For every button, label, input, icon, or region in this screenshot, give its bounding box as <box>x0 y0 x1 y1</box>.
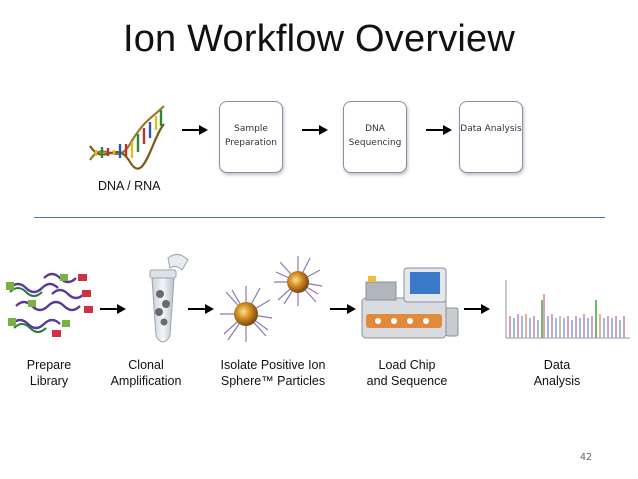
step-box-label: DNA Sequencing <box>348 124 402 148</box>
arrow-icon <box>100 304 126 314</box>
step-box-dna-sequencing: DNA Sequencing <box>343 101 407 173</box>
slide-title: Ion Workflow Overview <box>122 18 516 60</box>
arrow-icon <box>302 125 328 135</box>
ion-sphere-particles-icon <box>220 256 323 342</box>
step-box-sample-preparation: Sample Preparation <box>219 101 283 173</box>
library-dna-fragments-icon <box>6 272 93 337</box>
step-label-load-chip: Load Chip and Sequence <box>366 358 448 388</box>
step-label-clonal-amplification: Clonal Amplification <box>110 358 182 388</box>
step-label-isolate-ion-sphere: Isolate Positive Ion Sphere™ Particles <box>220 358 326 388</box>
arrow-icon <box>188 304 214 314</box>
arrow-icon <box>426 125 452 135</box>
step-box-label: Sample Preparation <box>225 124 277 148</box>
dna-helix-icon <box>89 105 165 170</box>
page-number: 42 <box>580 452 593 463</box>
step-box-label: Data Analysis <box>460 124 522 134</box>
data-analysis-chart-icon <box>505 280 630 339</box>
arrow-icon <box>182 125 208 135</box>
dna-rna-label: DNA / RNA <box>98 179 161 193</box>
sample-tube-icon <box>149 254 189 343</box>
arrow-icon <box>464 304 490 314</box>
step-label-data-analysis: Data Analysis <box>533 358 581 388</box>
divider-line <box>34 217 605 218</box>
step-box-data-analysis: Data Analysis <box>459 101 523 173</box>
arrow-icon <box>330 304 356 314</box>
sequencer-machine-icon <box>361 267 459 339</box>
step-label-prepare-library: Prepare Library <box>26 358 72 388</box>
